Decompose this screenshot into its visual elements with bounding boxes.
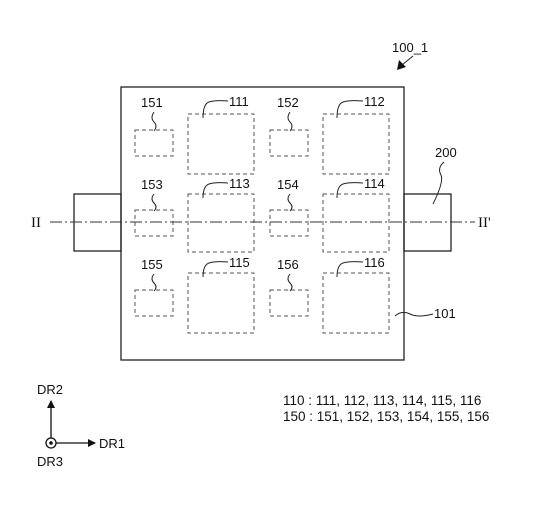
region-113	[187, 193, 255, 253]
label-156: 156	[277, 257, 299, 272]
region-156	[269, 289, 309, 317]
region-152	[269, 129, 309, 157]
leader-152	[287, 111, 293, 132]
region-115	[187, 272, 255, 334]
leader-111	[202, 100, 229, 119]
label-111: 111	[229, 94, 249, 109]
leader-151	[151, 111, 157, 132]
region-154	[269, 209, 309, 237]
label-154: 154	[277, 177, 299, 192]
legend-line-150: 150 : 151, 152, 153, 154, 155, 156	[283, 409, 489, 424]
region-116	[322, 272, 390, 334]
dr3-label: DR3	[37, 454, 63, 469]
small-region-labels: 151 152 153 154 155 156	[141, 95, 299, 292]
section-end-label: II'	[478, 215, 491, 231]
large-region-labels: 111 112 113 114 115 116	[202, 94, 385, 278]
leader-156	[287, 273, 293, 292]
ref-arrow	[401, 55, 414, 66]
legend-line-110: 110 : 111, 112, 113, 114, 115, 116	[283, 393, 481, 408]
leader-113	[202, 182, 229, 199]
small-regions	[134, 129, 309, 317]
leader-155	[151, 273, 157, 292]
leader-154	[287, 193, 293, 212]
label-155: 155	[141, 257, 163, 272]
leader-153	[151, 193, 157, 212]
substrate-label: 101	[434, 306, 456, 321]
label-152: 152	[277, 95, 299, 110]
large-regions	[187, 113, 390, 334]
ref-arrowhead	[397, 60, 406, 70]
label-112: 112	[364, 94, 385, 109]
substrate-panel	[120, 86, 405, 361]
connector-label: 200	[435, 145, 457, 160]
region-155	[134, 289, 174, 317]
dr3-dot	[49, 441, 53, 445]
leader-116	[336, 261, 364, 278]
leader-101	[394, 311, 434, 317]
section-start-label: II	[31, 215, 41, 231]
label-115: 115	[229, 255, 250, 270]
region-112	[322, 113, 390, 175]
leader-200	[432, 161, 445, 205]
label-113: 113	[229, 176, 250, 191]
region-111	[187, 113, 255, 175]
label-151: 151	[141, 95, 163, 110]
direction-indicator: DR2 DR1 DR3	[37, 382, 125, 469]
leader-112	[336, 100, 364, 119]
leader-114	[336, 182, 364, 199]
region-114	[322, 193, 390, 253]
ref-label: 100_1	[392, 40, 428, 55]
label-116: 116	[364, 255, 385, 270]
leader-115	[202, 261, 229, 278]
region-151	[134, 129, 174, 157]
dr2-label: DR2	[37, 382, 63, 397]
label-114: 114	[364, 176, 385, 191]
region-153	[134, 209, 174, 237]
label-153: 153	[141, 177, 163, 192]
dr1-label: DR1	[99, 436, 125, 451]
